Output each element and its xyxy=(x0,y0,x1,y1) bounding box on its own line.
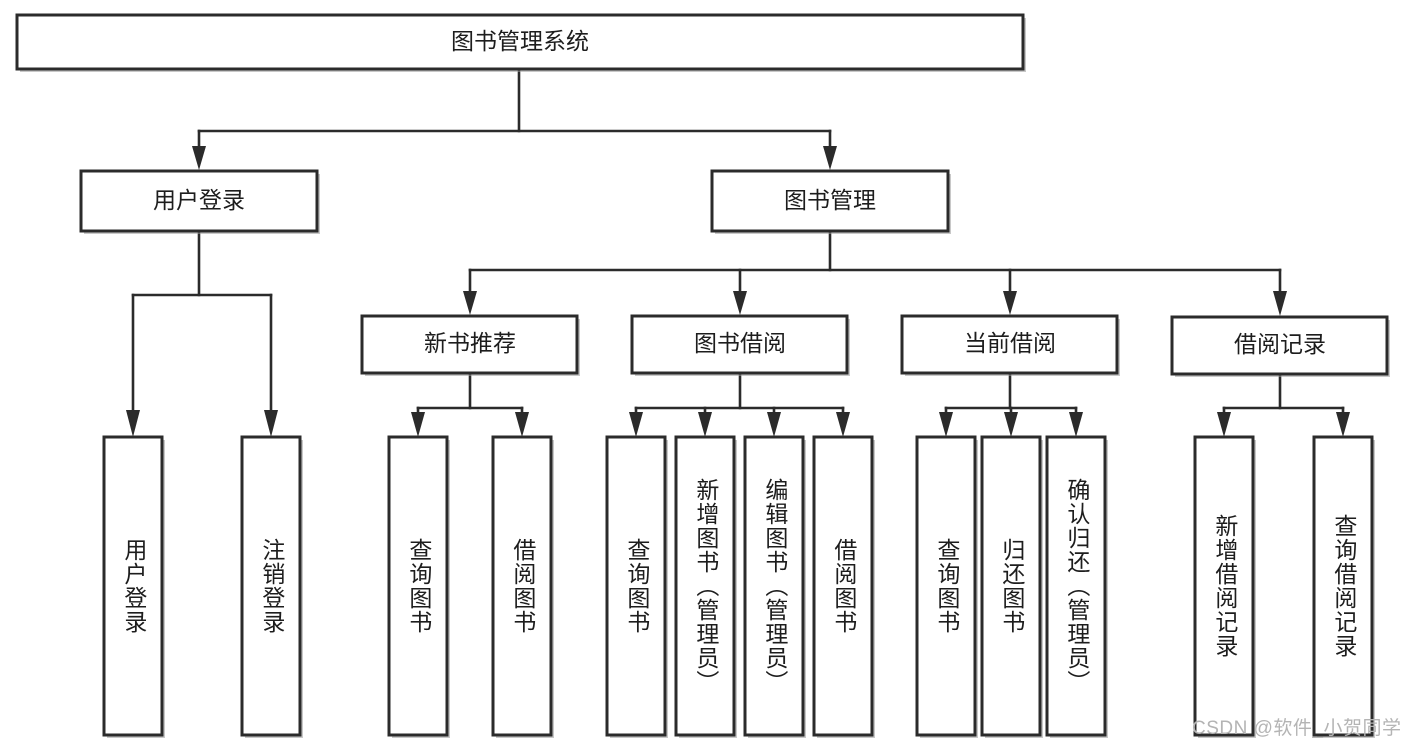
connector-group-new-book-rec xyxy=(411,373,529,437)
leaf-boxes-group xyxy=(102,435,1375,738)
arrow-head-leaf-query-book-2 xyxy=(629,412,643,437)
csdn-watermark: CSDN @软件_小贺同学 xyxy=(1192,718,1402,739)
node-new-book-rec-rect[interactable] xyxy=(360,314,579,375)
arrow-head-leaf-query-record xyxy=(1336,412,1350,437)
arrow-head-leaf-query-book-1 xyxy=(411,412,425,437)
arrow-head-leaf-add-book xyxy=(698,412,712,437)
node-current-borrow-rect[interactable] xyxy=(900,314,1119,375)
leaf-borrow-book-2-rect[interactable] xyxy=(812,435,874,737)
leaf-add-record-rect[interactable] xyxy=(1193,435,1255,737)
connector-group-borrow-record xyxy=(1217,374,1350,437)
node-root-label: 图书管理系统 xyxy=(451,28,589,54)
leaf-edit-book-rect[interactable] xyxy=(743,435,805,737)
connector-group-book-manage xyxy=(463,231,1287,316)
arrow-head-book-manage xyxy=(823,146,837,170)
node-borrow-record[interactable]: 借阅记录 xyxy=(1170,315,1390,377)
connector-group-user-login xyxy=(126,231,278,437)
leaf-confirm-return-rect[interactable] xyxy=(1045,435,1107,737)
leaf-add-book-rect[interactable] xyxy=(674,435,736,737)
node-root-rect[interactable] xyxy=(15,13,1025,71)
node-book-manage[interactable]: 图书管理 xyxy=(710,169,951,234)
node-borrow-record-label: 借阅记录 xyxy=(1234,331,1326,357)
node-new-book-rec-label: 新书推荐 xyxy=(424,330,516,356)
arrow-head-leaf-return-book xyxy=(1004,412,1018,437)
leaf-query-book-2-rect[interactable] xyxy=(605,435,667,737)
connector-group-root xyxy=(192,67,837,170)
node-user-login-label: 用户登录 xyxy=(153,187,245,213)
leaf-query-book-1-rect[interactable] xyxy=(387,435,449,737)
node-book-borrow-rect[interactable] xyxy=(630,314,849,375)
leaf-query-record-rect[interactable] xyxy=(1312,435,1374,737)
node-book-borrow-label: 图书借阅 xyxy=(694,330,786,356)
node-book-manage-rect[interactable] xyxy=(710,169,950,233)
arrow-head-new-book-rec xyxy=(463,291,477,315)
arrow-head-book-borrow xyxy=(733,291,747,315)
leaf-user-login-rect[interactable] xyxy=(102,435,164,737)
arrow-head-leaf-add-record xyxy=(1217,412,1231,437)
leaf-borrow-book-1-rect[interactable] xyxy=(491,435,553,737)
arrow-head-leaf-edit-book xyxy=(767,412,781,437)
leaf-return-book-rect[interactable] xyxy=(980,435,1042,737)
arrow-head-leaf-query-book-3 xyxy=(939,412,953,437)
node-book-borrow[interactable]: 图书借阅 xyxy=(630,314,850,376)
arrow-head-current-borrow xyxy=(1003,291,1017,315)
node-new-book-rec[interactable]: 新书推荐 xyxy=(360,314,580,376)
arrow-head-borrow-record xyxy=(1273,291,1287,316)
leaf-query-book-3-rect[interactable] xyxy=(915,435,977,737)
node-current-borrow-label: 当前借阅 xyxy=(964,330,1056,356)
node-book-manage-label: 图书管理 xyxy=(784,187,876,213)
arrow-head-leaf-borrow-book-1 xyxy=(515,412,529,437)
node-borrow-record-rect[interactable] xyxy=(1170,315,1389,376)
arrow-head-leaf-borrow-book-2 xyxy=(836,412,850,437)
leaf-logout-rect[interactable] xyxy=(240,435,302,737)
connector-group-current-borrow xyxy=(939,373,1083,437)
arrow-head-user-login xyxy=(192,146,206,170)
arrow-head-leaf-confirm-return xyxy=(1069,412,1083,437)
arrow-head-leaf-logout xyxy=(264,410,278,437)
connector-group-book-borrow xyxy=(629,373,850,437)
arrow-head-leaf-user-login xyxy=(126,410,140,437)
node-user-login[interactable]: 用户登录 xyxy=(79,169,320,234)
node-current-borrow[interactable]: 当前借阅 xyxy=(900,314,1120,376)
node-root[interactable]: 图书管理系统 xyxy=(15,13,1026,72)
node-user-login-rect[interactable] xyxy=(79,169,319,233)
